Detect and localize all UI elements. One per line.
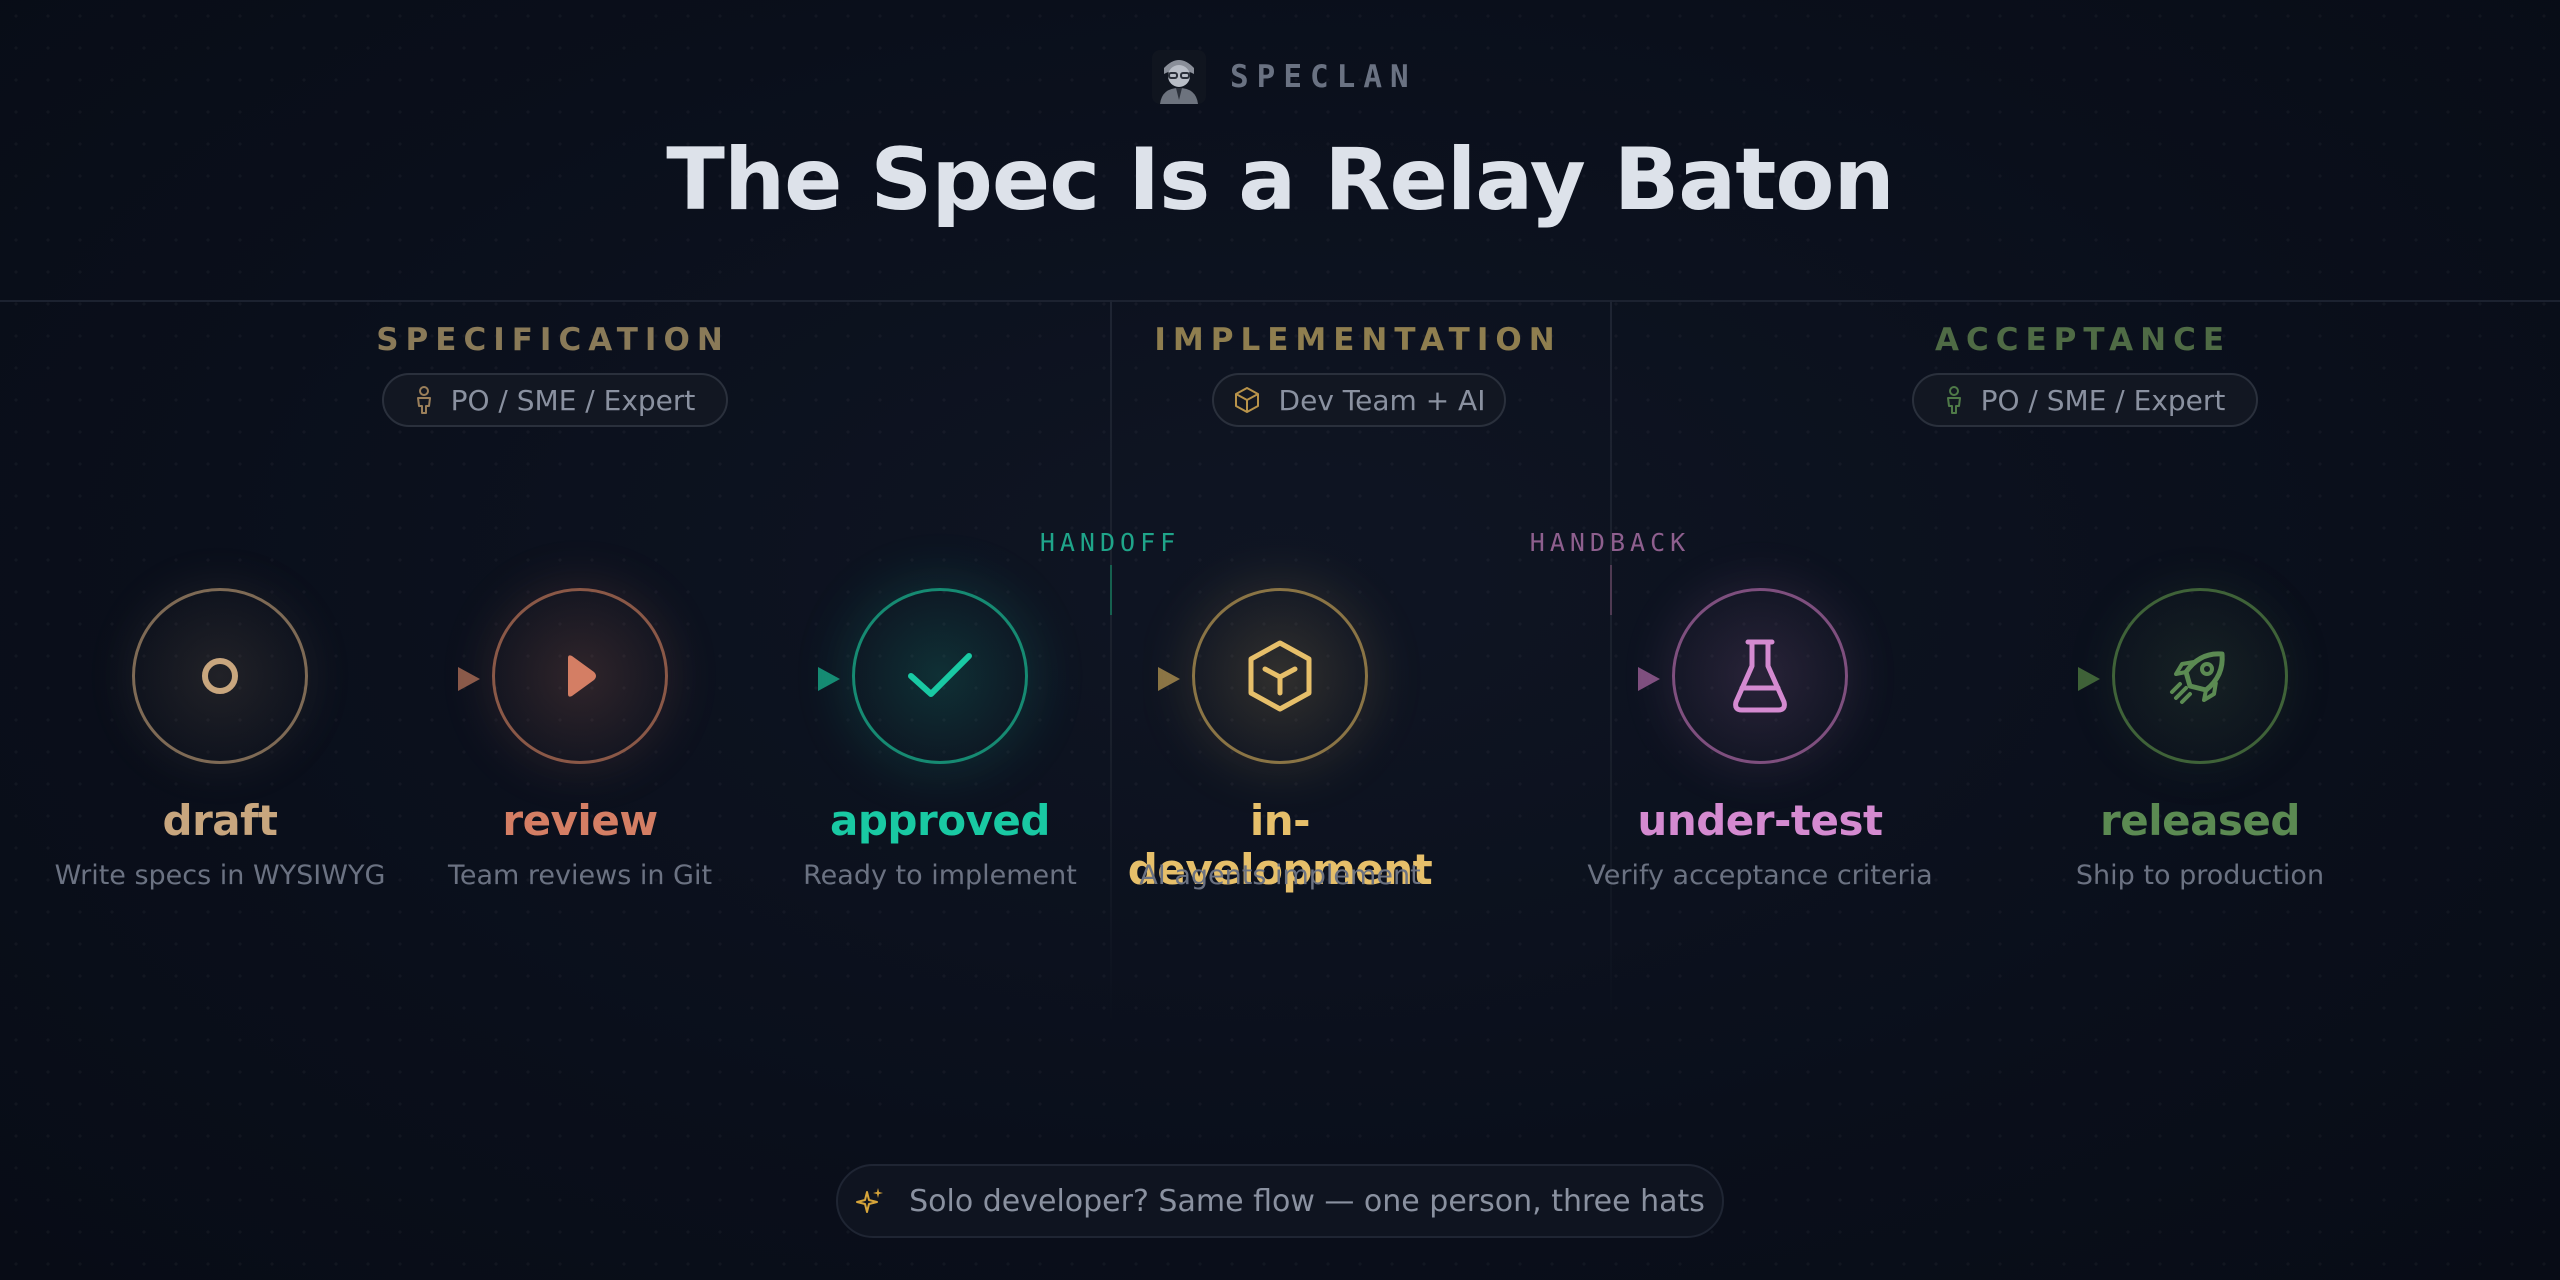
person-icon: [1946, 386, 1961, 414]
circle-icon: [202, 658, 238, 694]
header-divider: [0, 300, 2560, 302]
role-label: Dev Team + AI: [1278, 383, 1486, 417]
stage-circle: [852, 588, 1028, 764]
stage-name: under-test: [1637, 796, 1883, 845]
arrow-to-under-test: [1638, 667, 1660, 691]
arrow-to-review: [458, 667, 480, 691]
handback-label: HANDBACK: [1529, 528, 1691, 557]
footer-note: Solo developer? Same flow — one person, …: [836, 1164, 1724, 1238]
stage-circle: [1192, 588, 1368, 764]
footer-text: Solo developer? Same flow — one person, …: [909, 1183, 1705, 1219]
page-title: The Spec Is a Relay Baton: [666, 130, 1894, 230]
brand-name: SPECLAN: [1230, 59, 1417, 95]
zone-title-implementation: IMPLEMENTATION: [1154, 322, 1562, 358]
developer-avatar-icon: [1152, 50, 1206, 104]
stage-name: draft: [162, 796, 278, 845]
cube-icon: [1248, 640, 1312, 712]
stage-name: in-development: [1127, 796, 1433, 894]
handoff-tick: [1110, 565, 1112, 615]
stage-name: released: [2100, 796, 2300, 845]
role-pill-acceptance: PO / SME / Expert: [1912, 373, 2258, 427]
arrow-to-approved: [818, 667, 840, 691]
stage-description: Verify acceptance criteria: [1587, 860, 1933, 891]
role-label: PO / SME / Expert: [1980, 383, 2226, 417]
check-icon: [908, 653, 972, 697]
play-icon: [568, 655, 596, 697]
stage-circle: [492, 588, 668, 764]
handback-tick: [1610, 565, 1612, 615]
arrow-to-released: [2078, 667, 2100, 691]
stage-description: AI agents implement: [1139, 860, 1421, 891]
zone-title-specification: SPECIFICATION: [376, 322, 730, 358]
role-pill-specification: PO / SME / Expert: [382, 373, 728, 427]
handoff-divider: [1110, 300, 1112, 1020]
zone-title-acceptance: ACCEPTANCE: [1935, 322, 2231, 358]
handoff-label: HANDOFF: [1039, 528, 1181, 557]
cube-icon: [1234, 387, 1259, 413]
stage-description: Ship to production: [2075, 860, 2325, 891]
stage-circle: [132, 588, 308, 764]
stage-name: approved: [830, 796, 1050, 845]
stage-description: Write specs in WYSIWYG: [54, 860, 386, 891]
arrow-to-in-development: [1158, 667, 1180, 691]
rocket-icon: [2170, 651, 2225, 704]
role-label: PO / SME / Expert: [450, 383, 696, 417]
header: SPECLAN The Spec Is a Relay Baton: [0, 0, 2560, 300]
person-icon: [416, 386, 431, 414]
brand: SPECLAN: [1150, 46, 1417, 108]
stage-name: review: [502, 796, 658, 845]
stage-circle: [1672, 588, 1848, 764]
handback-divider: [1610, 300, 1612, 1020]
role-pill-implementation: Dev Team + AI: [1212, 373, 1506, 427]
flask-icon: [1733, 639, 1787, 713]
sparkles-icon: [856, 1188, 884, 1213]
stage-description: Team reviews in Git: [447, 860, 713, 891]
stage-circle: [2112, 588, 2288, 764]
stage-description: Ready to implement: [803, 860, 1077, 891]
